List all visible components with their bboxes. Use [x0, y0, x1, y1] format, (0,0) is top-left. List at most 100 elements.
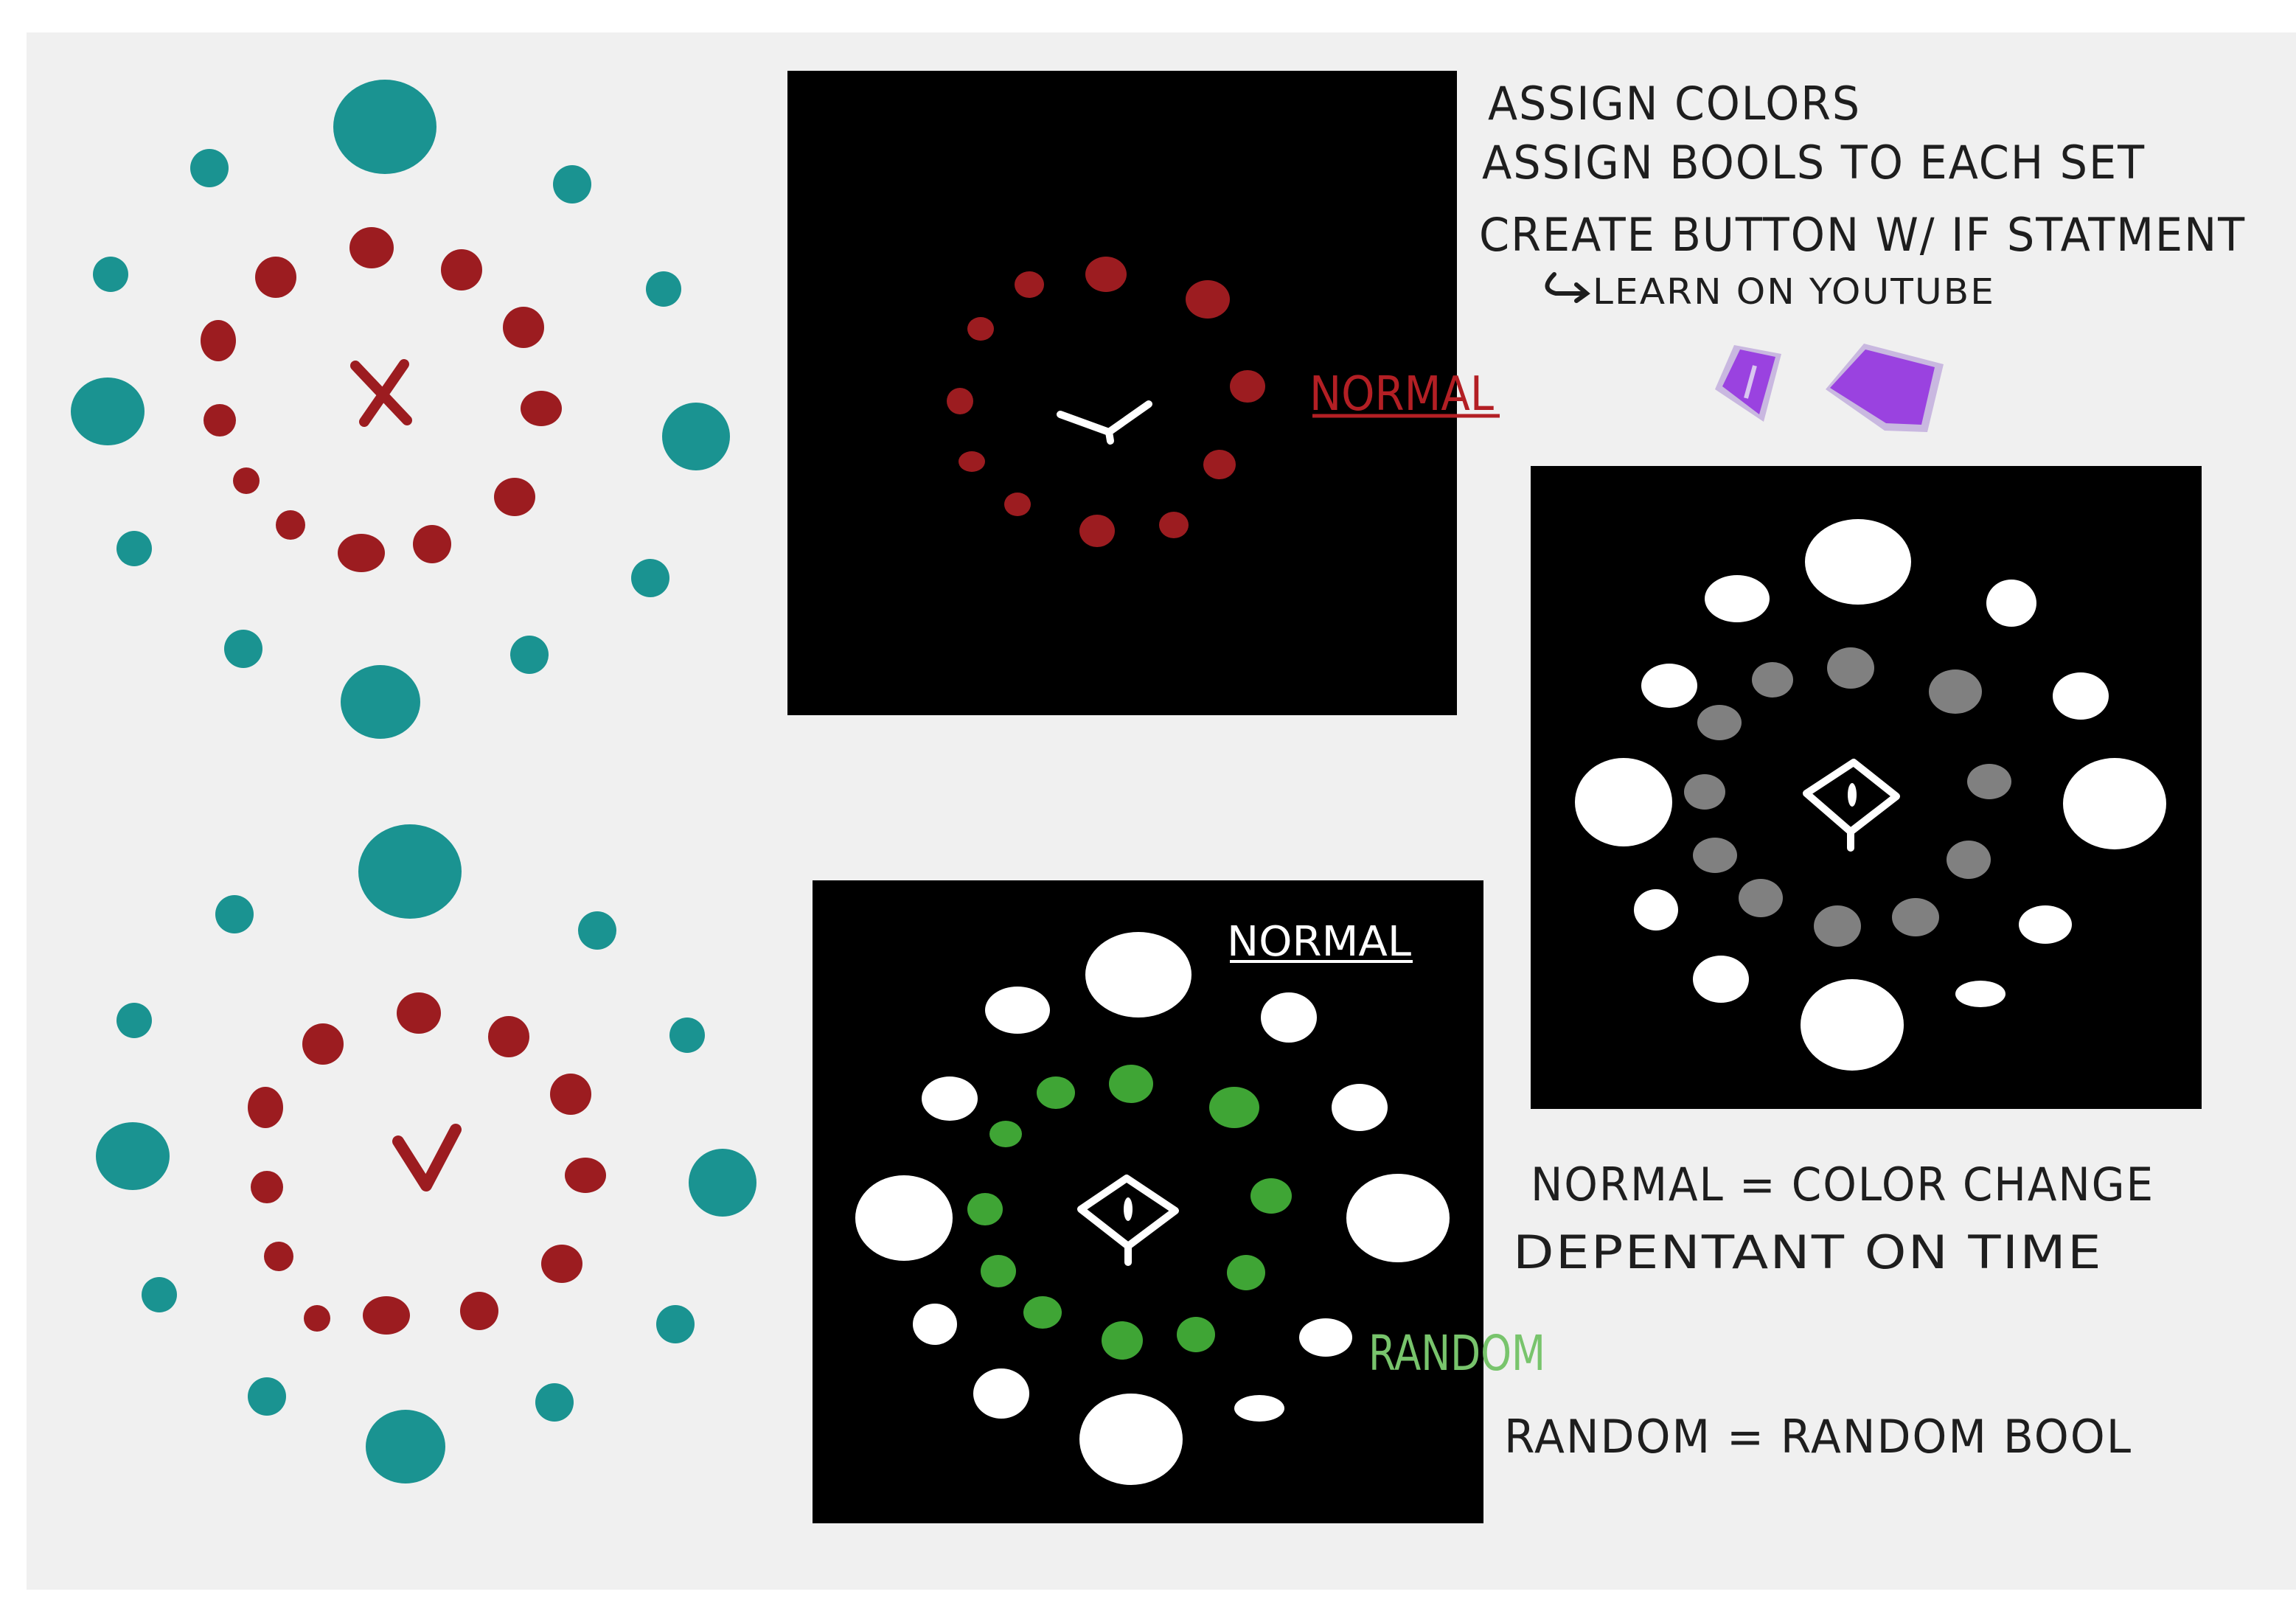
red-dot	[233, 467, 260, 494]
white-dot	[1079, 1394, 1183, 1485]
teal-dot	[358, 824, 462, 919]
teal-dot	[248, 1377, 286, 1416]
red-dot	[488, 1016, 529, 1057]
note-normal-def-1: NORMAL = COLOR CHANGE	[1531, 1158, 2154, 1211]
red-dot	[302, 1023, 344, 1065]
teal-dot	[116, 531, 152, 566]
red-dot	[1079, 515, 1115, 547]
white-dot	[1801, 979, 1904, 1071]
white-dot	[1575, 758, 1672, 846]
curved-arrow-icon	[1545, 272, 1590, 303]
eye-diamond-icon	[1077, 1175, 1179, 1266]
white-dot	[1332, 1084, 1388, 1131]
red-dot	[503, 307, 544, 348]
red-dot	[947, 388, 973, 414]
check-mark-icon	[392, 1124, 462, 1192]
white-dot	[2053, 672, 2109, 720]
grey-dot	[1929, 669, 1982, 714]
red-dot	[1186, 280, 1230, 319]
top-outer-ring	[71, 80, 730, 739]
red-dot	[550, 1074, 591, 1115]
red-dot	[441, 249, 482, 291]
red-dot	[264, 1242, 293, 1271]
red-dot	[201, 320, 236, 361]
green-dot	[989, 1121, 1022, 1147]
purple-swatch-icon	[1715, 345, 1781, 422]
white-dot	[1346, 1174, 1450, 1262]
teal-dot	[662, 403, 730, 470]
white-dot	[1955, 981, 2005, 1007]
green-dot	[981, 1255, 1016, 1287]
red-dot	[251, 1171, 283, 1203]
panel3-outer-ring	[855, 932, 1450, 1485]
normal-label-red: NORMAL	[1309, 367, 1494, 422]
eye-diamond-icon	[1803, 759, 1900, 852]
red-dot	[413, 525, 451, 563]
panel2-outer-ring	[1575, 519, 2166, 1071]
panel1-red-ring	[947, 257, 1265, 547]
teal-dot	[215, 895, 254, 933]
teal-dot	[93, 257, 128, 292]
white-dot	[1986, 580, 2036, 627]
white-dot	[922, 1076, 978, 1121]
grey-dot	[1697, 705, 1742, 740]
teal-dot	[142, 1277, 177, 1312]
teal-dot	[689, 1149, 756, 1217]
red-dot	[276, 510, 305, 540]
red-dot	[494, 478, 535, 516]
white-dot	[1234, 1395, 1284, 1422]
red-dot	[1203, 450, 1236, 479]
teal-dot	[646, 271, 681, 307]
teal-dot	[71, 378, 145, 445]
white-dot	[1085, 932, 1192, 1018]
red-dot	[1004, 493, 1031, 516]
bottom-inner-ring	[248, 992, 606, 1335]
top-inner-ring	[201, 227, 562, 572]
teal-dot	[333, 80, 436, 174]
red-dot	[1085, 257, 1127, 292]
grey-dot	[1752, 662, 1793, 698]
red-dot	[1015, 271, 1044, 298]
teal-dot	[656, 1305, 695, 1343]
green-dot	[1209, 1087, 1259, 1128]
white-dot	[2063, 758, 2166, 849]
white-dot	[973, 1368, 1029, 1419]
green-dot	[1037, 1076, 1075, 1109]
x-mark-icon	[350, 359, 412, 427]
red-dot	[255, 257, 296, 298]
white-dot	[1299, 1318, 1352, 1357]
note-assign-bools: ASSIGN BOOLS TO EACH SET	[1482, 136, 2146, 189]
white-dot	[1261, 992, 1317, 1043]
white-dot	[855, 1175, 953, 1261]
red-dot	[460, 1292, 498, 1330]
bottom-outer-ring	[96, 824, 756, 1483]
white-dot	[1634, 889, 1678, 931]
white-dot	[1693, 956, 1749, 1003]
normal-label-white: NORMAL	[1227, 918, 1411, 966]
grey-dot	[1947, 841, 1991, 879]
green-dot	[1023, 1296, 1062, 1329]
teal-dot	[366, 1410, 445, 1483]
green-dot	[967, 1193, 1003, 1225]
red-dot	[304, 1305, 330, 1332]
white-dot	[913, 1304, 957, 1345]
panel-normal-red	[787, 71, 1457, 715]
grey-dot	[1827, 647, 1874, 689]
red-dot	[521, 391, 562, 426]
random-label-green: RANDOM	[1368, 1325, 1545, 1382]
green-dot	[1102, 1321, 1143, 1360]
red-dot	[1230, 370, 1265, 403]
red-dot	[338, 534, 385, 572]
grey-dot	[1892, 898, 1939, 936]
panel2-inner-ring	[1684, 647, 2011, 947]
note-learn-youtube: LEARN ON YOUTUBE	[1593, 271, 1995, 313]
teal-dot	[96, 1122, 170, 1190]
grey-dot	[1814, 905, 1861, 947]
grey-dot	[1684, 774, 1725, 810]
white-dot	[1641, 664, 1697, 708]
note-create-button: CREATE BUTTON W/ IF STATMENT	[1479, 208, 2246, 262]
grey-dot	[1693, 838, 1737, 873]
teal-dot	[553, 165, 591, 204]
red-dot	[967, 317, 994, 341]
